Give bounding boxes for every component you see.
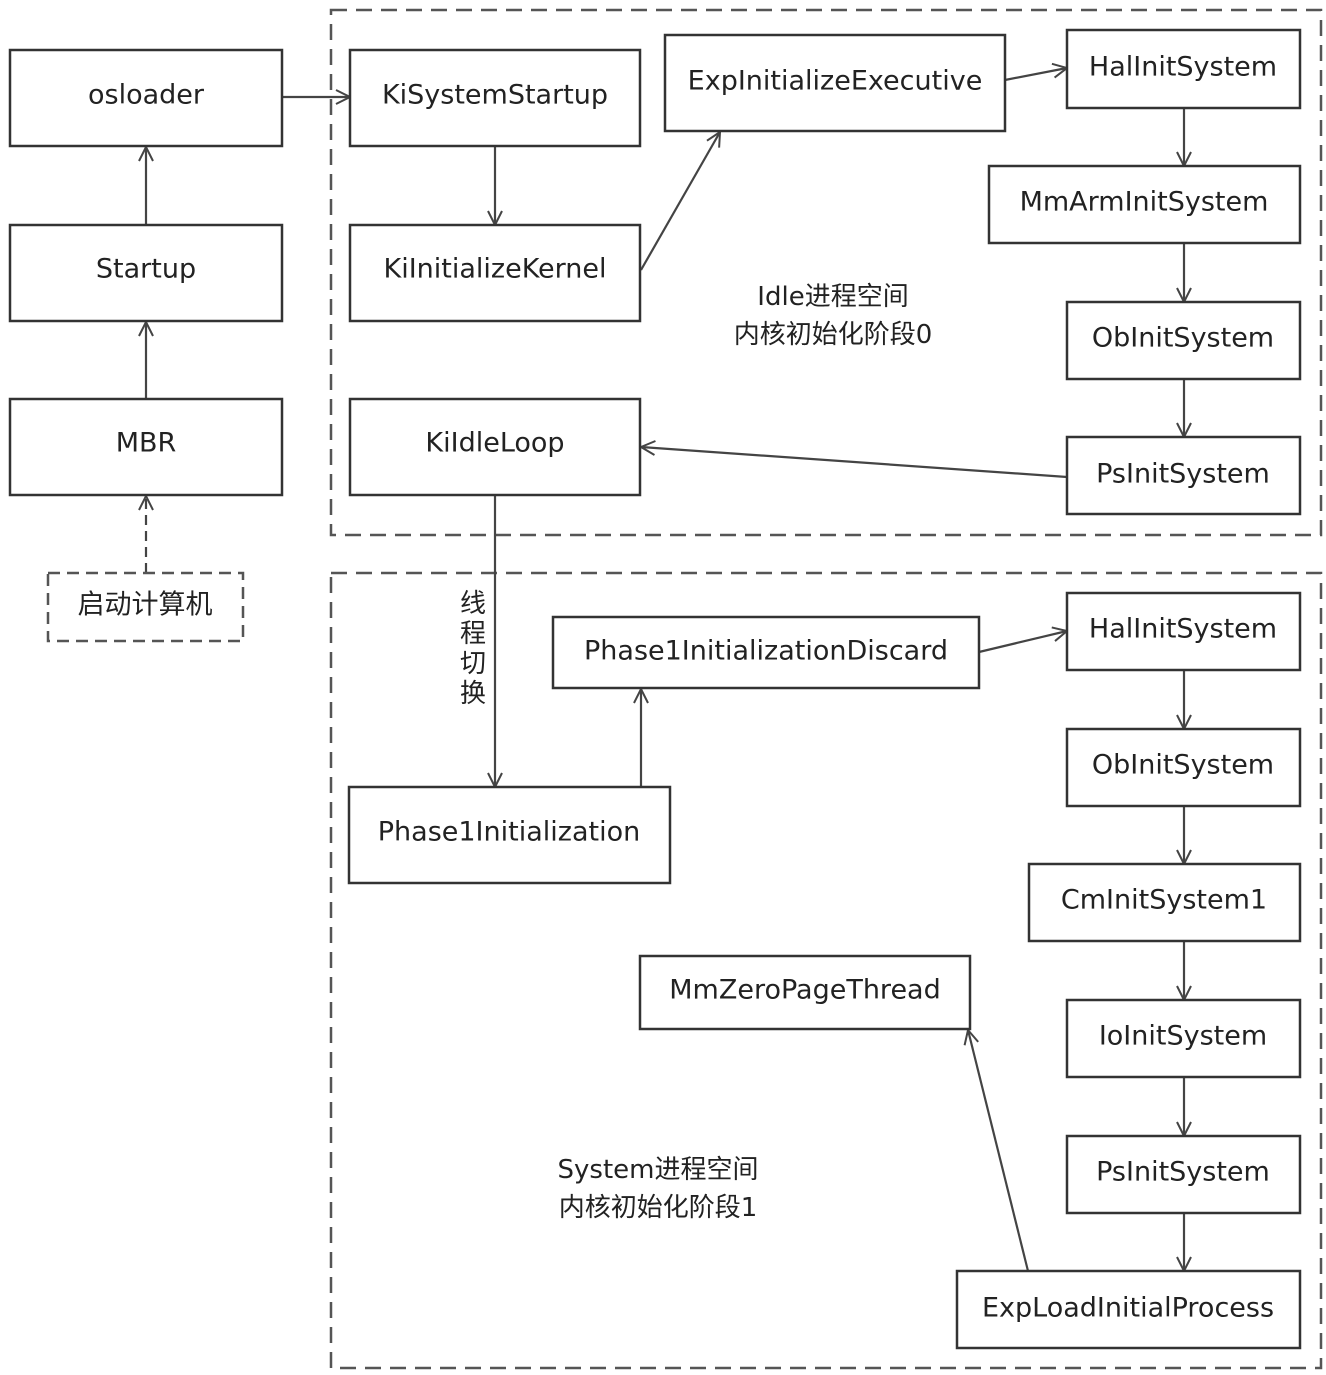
node-label: ObInitSystem xyxy=(1092,323,1274,354)
node-label: ExpInitializeExecutive xyxy=(688,66,983,97)
node-label: Phase1InitializationDiscard xyxy=(584,636,948,667)
node-label: PsInitSystem xyxy=(1096,459,1270,490)
node-psinitsystem-0: PsInitSystem xyxy=(1065,435,1302,516)
system-region-phase: 内核初始化阶段1 xyxy=(559,1193,758,1223)
node-kisystemstartup: KiSystemStartup xyxy=(348,48,642,148)
node-kiinitializekernel: KiInitializeKernel xyxy=(348,223,642,323)
node-label: CmInitSystem1 xyxy=(1061,885,1267,916)
node-mmzeropagethread: MmZeroPageThread xyxy=(638,954,972,1031)
node-label: KiInitializeKernel xyxy=(383,254,606,285)
node-halinitsystem-1: HalInitSystem xyxy=(1065,591,1302,672)
node-exploadinitialprocess: ExpLoadInitialProcess xyxy=(955,1269,1302,1350)
node-label: PsInitSystem xyxy=(1096,1157,1270,1188)
node-label: MBR xyxy=(116,428,177,459)
edge-exp-hal xyxy=(1004,68,1067,82)
node-ioinitsystem: IoInitSystem xyxy=(1065,998,1302,1079)
node-cminitsystem1: CmInitSystem1 xyxy=(1027,862,1302,943)
node-label: ExpLoadInitialProcess xyxy=(982,1293,1274,1324)
node-label: KiIdleLoop xyxy=(425,428,564,459)
edge-kiinitializekernel-expinitializeexecutive xyxy=(640,132,720,271)
node-label: ObInitSystem xyxy=(1092,750,1274,781)
node-startup: Startup xyxy=(8,223,284,323)
node-kiidleloop: KiIdleLoop xyxy=(348,397,642,497)
system-process-region xyxy=(329,571,1323,1370)
edges xyxy=(146,68,1184,1271)
node-label: IoInitSystem xyxy=(1099,1021,1267,1052)
node-label: HalInitSystem xyxy=(1089,614,1277,645)
node-mmarminitsystem: MmArmInitSystem xyxy=(987,164,1302,245)
node-label: Startup xyxy=(96,254,196,285)
node-label: Phase1Initialization xyxy=(378,817,640,848)
node-label: MmZeroPageThread xyxy=(669,975,941,1006)
node-phase1initialization: Phase1Initialization xyxy=(347,785,672,885)
node-expinitializeexecutive: ExpInitializeExecutive xyxy=(663,33,1007,133)
node-psinitsystem-1: PsInitSystem xyxy=(1065,1134,1302,1215)
node-obinitsystem-0: ObInitSystem xyxy=(1065,300,1302,381)
edge-exploadinitialprocess-mmzeropagethread xyxy=(968,1030,1030,1272)
node-label: MmArmInitSystem xyxy=(1020,187,1269,218)
node-osloader: osloader xyxy=(8,48,284,148)
node-halinitsystem-0: HalInitSystem xyxy=(1065,28,1302,110)
system-region-title: System进程空间 xyxy=(558,1155,759,1185)
idle-process-region xyxy=(329,8,1323,537)
edge-discard-hal xyxy=(978,631,1067,654)
node-mbr: MBR xyxy=(8,397,284,497)
thread-switch-label: 线 程 切 换 xyxy=(460,589,486,709)
node-label: HalInitSystem xyxy=(1089,52,1277,83)
node-label: osloader xyxy=(88,80,205,111)
node-obinitsystem-1: ObInitSystem xyxy=(1065,727,1302,808)
node-label: 启动计算机 xyxy=(78,590,213,621)
thread-switch-char: 换 xyxy=(460,679,486,709)
thread-switch-char: 线 xyxy=(460,589,486,619)
edge-ps-kiidleloop xyxy=(641,447,1068,479)
node-phase1initializationdiscard: Phase1InitializationDiscard xyxy=(551,615,981,690)
thread-switch-char: 切 xyxy=(460,649,486,679)
thread-switch-char: 程 xyxy=(460,619,486,649)
node-label: KiSystemStartup xyxy=(382,80,608,111)
node-boot-computer: 启动计算机 xyxy=(46,571,245,643)
idle-region-phase: 内核初始化阶段0 xyxy=(734,320,933,350)
idle-region-title: Idle进程空间 xyxy=(757,282,908,312)
